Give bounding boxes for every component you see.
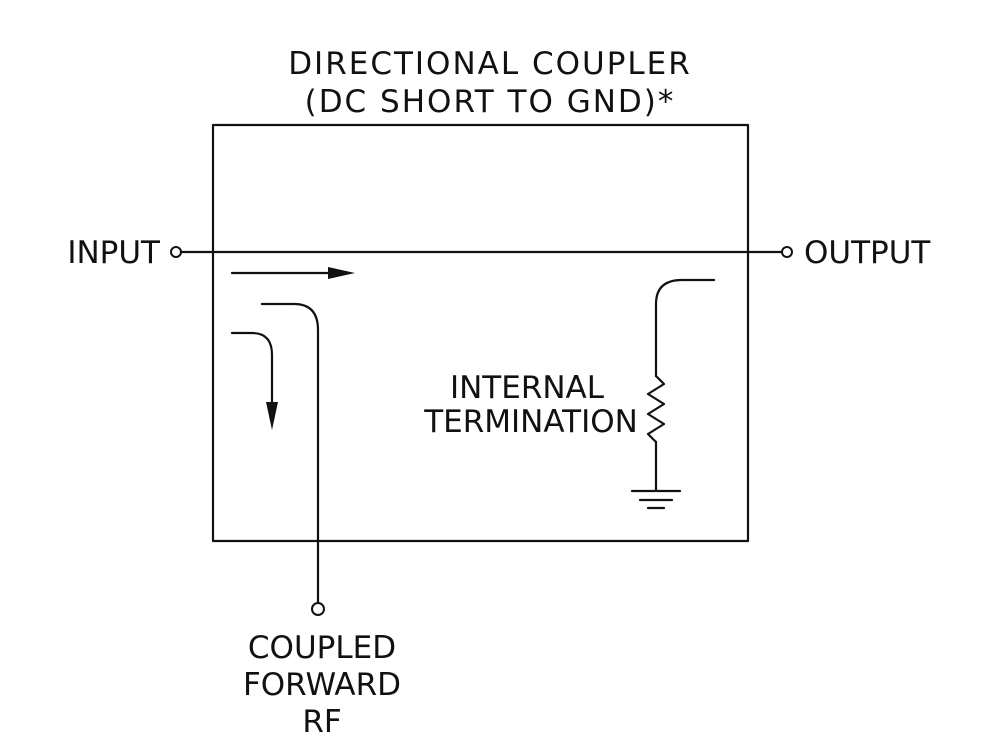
input-port-terminal-icon <box>170 246 182 258</box>
termination-label-line-2: TERMINATION <box>423 404 638 440</box>
resistor-icon <box>646 374 666 444</box>
coupled-port-terminal-icon <box>311 602 325 616</box>
coupler-box <box>211 123 750 543</box>
termination-line <box>654 278 716 378</box>
coupled-label-line-2: FORWARD <box>243 667 401 703</box>
title-line-2: (DC SHORT TO GND)* <box>305 84 676 120</box>
coupled-arrow-icon <box>266 402 278 430</box>
coupled-arrow-shaft <box>230 331 274 405</box>
coupled-label-line-3: RF <box>302 704 341 740</box>
input-label: INPUT <box>67 235 161 271</box>
coupled-label-line-1: COUPLED <box>248 630 396 666</box>
output-label: OUTPUT <box>804 235 931 271</box>
termination-label-line-1: INTERNAL <box>450 370 605 406</box>
ground-icon <box>630 489 682 510</box>
coupled-line <box>260 302 320 605</box>
forward-arrow-icon <box>328 267 355 279</box>
output-port-terminal-icon <box>781 246 793 258</box>
title-line-1: DIRECTIONAL COUPLER <box>288 46 692 82</box>
